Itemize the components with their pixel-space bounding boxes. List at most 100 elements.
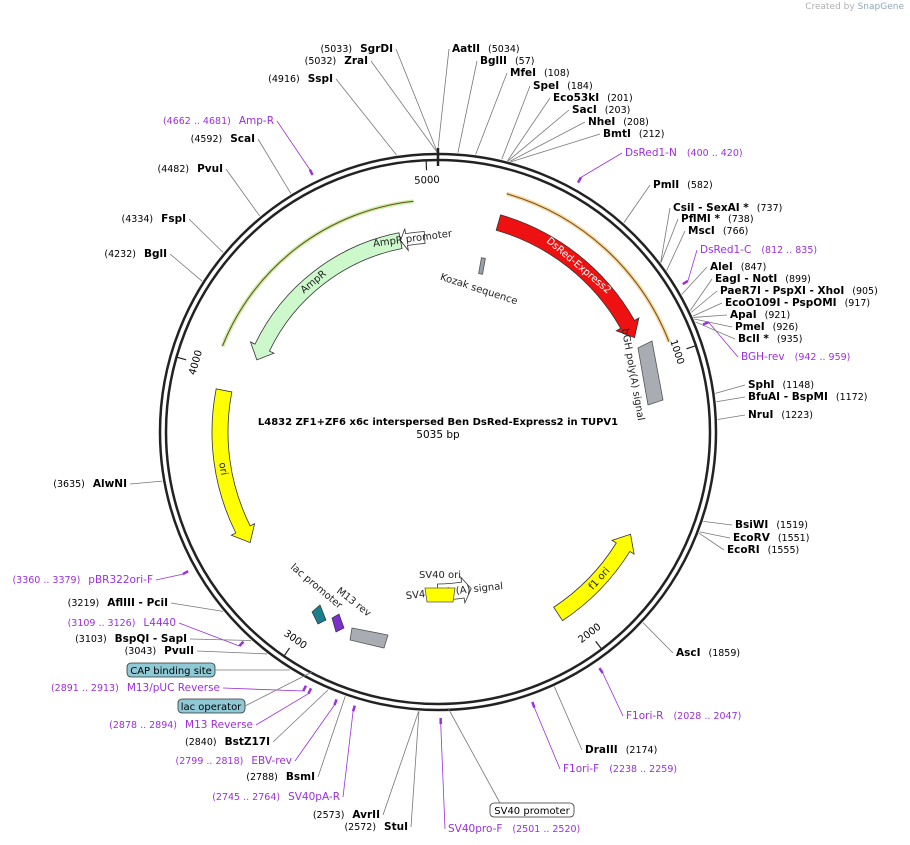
site-leader xyxy=(689,278,713,311)
site-label[interactable]: Eco53kI(201) xyxy=(553,92,633,104)
site-label[interactable]: NruI(1223) xyxy=(748,409,813,421)
site-position: (3635) xyxy=(53,479,85,490)
site-label[interactable]: (2788)BsmI xyxy=(246,771,315,783)
site-label[interactable]: ApaI(921) xyxy=(730,309,790,321)
kozak-sequence-feature[interactable]: Kozak sequence xyxy=(439,257,519,308)
site-label[interactable]: PmlI(582) xyxy=(653,179,713,191)
ori-feature-arrow[interactable] xyxy=(211,388,256,544)
primer-label[interactable]: (3360 .. 3379)pBR322ori-F xyxy=(12,574,153,586)
site-label[interactable]: (4482)PvuI xyxy=(157,163,223,175)
primer-mark xyxy=(702,321,710,326)
site-name: MfeI xyxy=(510,67,536,79)
site-label[interactable]: SpeI(184) xyxy=(533,80,593,92)
site-label[interactable]: BmtI(212) xyxy=(603,128,664,140)
primer-label[interactable]: (2891 .. 2913)M13/pUC Reverse xyxy=(51,682,220,694)
site-label[interactable]: SacI(203) xyxy=(572,104,630,116)
tick-label: 2000 xyxy=(576,622,603,646)
site-label[interactable]: (2572)StuI xyxy=(344,821,408,833)
primer-leader xyxy=(533,707,561,770)
site-position: (4592) xyxy=(191,134,223,145)
site-label[interactable]: (4334)FspI xyxy=(122,213,186,225)
ampr-feature-arrow[interactable] xyxy=(249,232,403,361)
site-label[interactable]: SphI(1148) xyxy=(748,379,814,391)
sv40-promoter-box[interactable]: SV40 promoter xyxy=(447,707,575,818)
site-label[interactable]: MscI(766) xyxy=(688,225,748,237)
site-position: (766) xyxy=(723,226,749,237)
f1-ori-feature-arrow[interactable] xyxy=(553,533,635,622)
site-label[interactable]: BclI *(935) xyxy=(738,333,802,345)
site-label[interactable]: EagI - NotI(899) xyxy=(715,273,811,285)
primer-label[interactable]: F1ori-F(2238 .. 2259) xyxy=(563,763,677,775)
primer-label[interactable]: (2745 .. 2764)SV40pA-R xyxy=(212,791,340,803)
dsred-express2-feature-arrow[interactable] xyxy=(495,214,640,339)
site-position: (184) xyxy=(567,81,593,92)
cap-binding-site-label: CAP binding site xyxy=(130,666,212,677)
site-name: AvrII xyxy=(352,809,380,821)
site-label[interactable]: (4916)SspI xyxy=(268,73,333,85)
site-label[interactable]: AatII(5034) xyxy=(452,43,520,55)
site-label[interactable]: (3043)PvuII xyxy=(125,645,194,657)
primer-label[interactable]: (4662 .. 4681)Amp-R xyxy=(163,115,274,127)
primer-label[interactable]: DsRed1-C(812 .. 835) xyxy=(700,244,817,256)
site-label[interactable]: (5033)SgrDI xyxy=(321,43,393,55)
site-label[interactable]: DraIII(2174) xyxy=(585,744,657,756)
site-label[interactable]: PmeI(926) xyxy=(735,321,798,333)
site-leader xyxy=(317,696,346,778)
site-leader xyxy=(169,253,203,282)
primer-label[interactable]: BGH-rev(942 .. 959) xyxy=(741,351,850,363)
site-label[interactable]: EcoRI(1555) xyxy=(727,544,799,556)
primer-label[interactable]: DsRed1-N(400 .. 420) xyxy=(625,147,743,159)
site-label[interactable]: BfuAI - BspMI(1172) xyxy=(748,391,867,403)
sv40-ori-feature[interactable]: SV40 ori xyxy=(419,570,461,603)
primer-leader xyxy=(687,249,698,282)
site-label[interactable]: AscI(1859) xyxy=(676,647,740,659)
site-position: (1551) xyxy=(778,533,810,544)
primer-labels[interactable]: DsRed1-N(400 .. 420) DsRed1-C(812 .. 835)… xyxy=(12,115,850,835)
site-label[interactable]: BglII(57) xyxy=(480,55,534,67)
site-label[interactable]: EcoRV(1551) xyxy=(733,532,809,544)
site-label[interactable]: BsiWI(1519) xyxy=(735,519,808,531)
site-label[interactable]: PaeR7I - PspXI - XhoI(905) xyxy=(720,285,878,297)
primer-label[interactable]: F1ori-R(2028 .. 2047) xyxy=(626,710,741,722)
bgh-label: bGH poly(A) signal xyxy=(619,328,646,422)
feature-highlight-line xyxy=(506,193,670,342)
site-name: BsiWI xyxy=(735,519,768,531)
site-label[interactable]: EcoO109I - PspOMI(917) xyxy=(725,297,870,309)
site-label[interactable]: (3219)AflIII - PciI xyxy=(68,597,168,609)
sv40-polya-extra-feature[interactable] xyxy=(349,627,389,649)
site-label[interactable]: CsiI - SexAI *(737) xyxy=(673,202,782,214)
site-leader xyxy=(370,60,438,153)
primer-label[interactable]: (3109 .. 3126)L4440 xyxy=(68,617,176,629)
restriction-site-labels[interactable]: AatII(5034)BglII(57)MfeI(108)SpeI(184)Ec… xyxy=(53,43,878,833)
sv40-promoter-label: SV40 promoter xyxy=(494,806,570,817)
cap-binding-site-box[interactable]: CAP binding site xyxy=(126,662,290,678)
site-position: (208) xyxy=(623,117,649,128)
tick-mark xyxy=(686,345,697,350)
primer-label[interactable]: SV40pro-F(2501 .. 2520) xyxy=(448,823,580,835)
site-label[interactable]: (4592)ScaI xyxy=(191,133,255,145)
site-label[interactable]: (3103)BspQI - SapI xyxy=(75,633,187,645)
primer-label[interactable]: (2799 .. 2818)EBV-rev xyxy=(176,755,293,767)
lac-operator-box[interactable]: lac operator xyxy=(177,671,313,714)
ampr-promoter-feature-arrow[interactable] xyxy=(400,228,426,252)
tick-label: 1000 xyxy=(667,338,686,366)
site-label[interactable]: NheI(208) xyxy=(588,116,649,128)
site-label[interactable]: (2840)BstZ17I xyxy=(185,736,270,748)
site-label[interactable]: (3635)AlwNI xyxy=(53,478,127,490)
site-label[interactable]: MfeI(108) xyxy=(510,67,570,79)
site-label[interactable]: AleI(847) xyxy=(710,261,766,273)
site-label[interactable]: (5032)ZraI xyxy=(305,55,368,67)
site-label[interactable]: PflMI *(738) xyxy=(681,213,754,225)
primer-position: (2891 .. 2913) xyxy=(51,683,119,694)
sv40-ori-label: SV40 ori xyxy=(419,570,461,581)
site-name: AscI xyxy=(676,647,701,659)
site-label[interactable]: (4232)BglI xyxy=(104,248,167,260)
bgh-polya-feature[interactable]: bGH poly(A) signal xyxy=(619,328,664,422)
primer-mark xyxy=(576,176,583,184)
tick-label: 3000 xyxy=(281,628,308,651)
site-label[interactable]: (2573)AvrII xyxy=(313,809,380,821)
primer-mark xyxy=(351,705,357,712)
primer-label[interactable]: (2878 .. 2894)M13 Reverse xyxy=(109,719,253,731)
